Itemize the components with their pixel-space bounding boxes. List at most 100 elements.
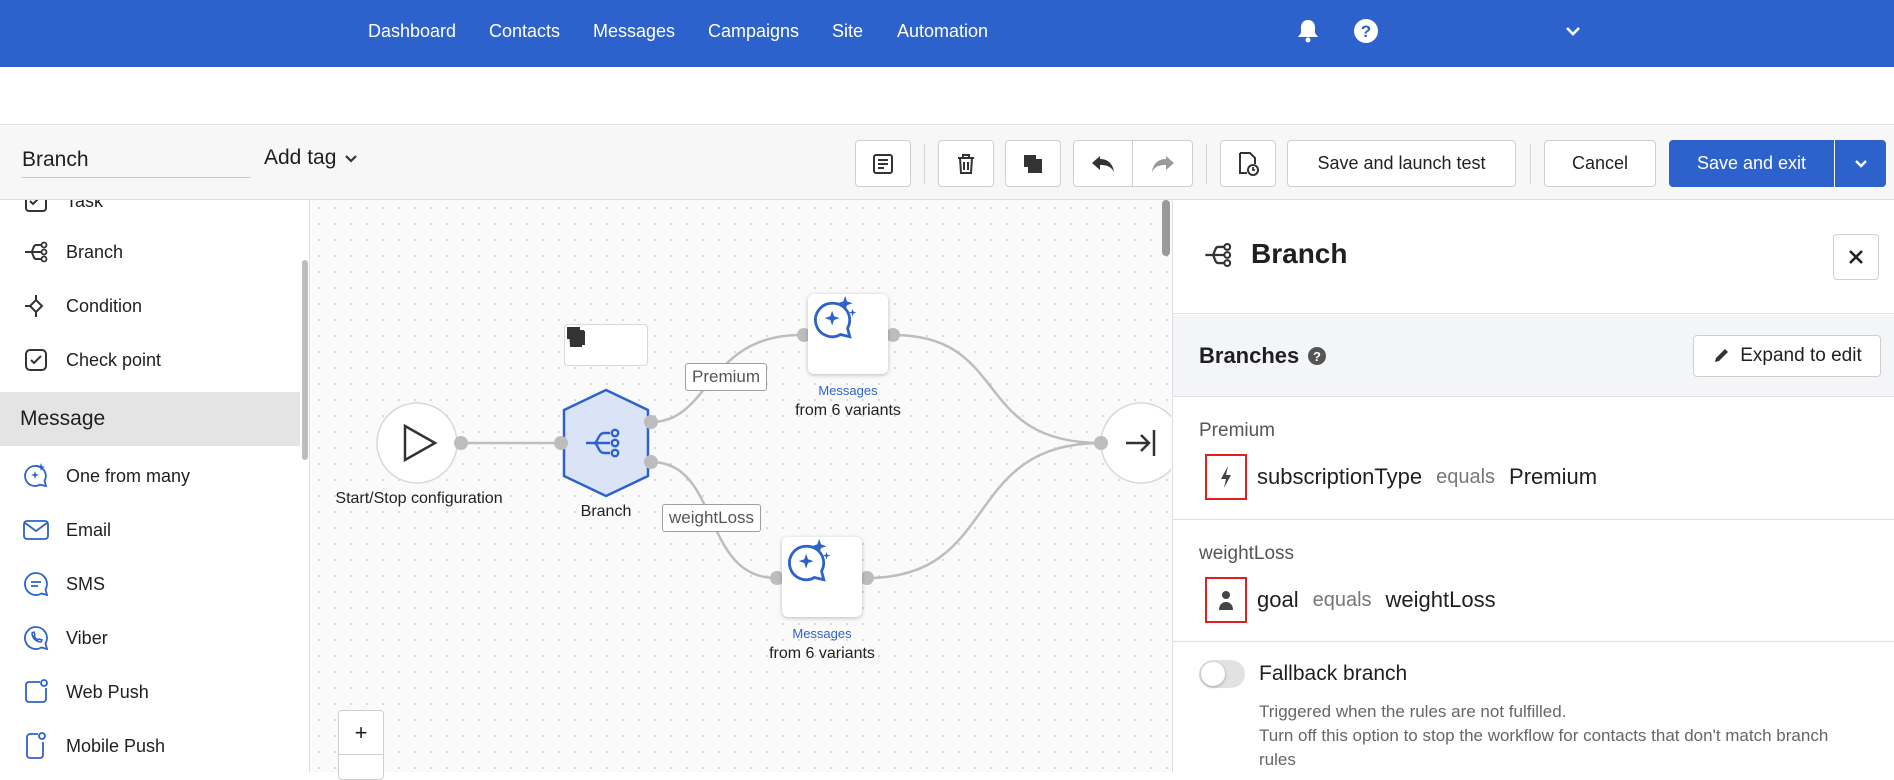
- workflow-toolbar: Branch Add tag Save and launch test Canc…: [0, 126, 1894, 200]
- node-tools: [564, 324, 648, 366]
- add-tag-dropdown[interactable]: Add tag: [264, 146, 358, 170]
- undo-button[interactable]: [1074, 141, 1134, 186]
- zoom-controls: +: [338, 710, 384, 780]
- nav-messages[interactable]: Messages: [593, 21, 676, 41]
- rule-operator: equals: [1436, 465, 1496, 488]
- sidebar-item-label: Mobile Push: [66, 735, 166, 756]
- zoom-in-button[interactable]: +: [339, 711, 383, 755]
- sidebar-item-viber[interactable]: Viber: [0, 611, 300, 665]
- add-tag-label: Add tag: [264, 146, 337, 169]
- fallback-description: Triggered when the rules are not fulfill…: [1259, 702, 1567, 721]
- save-and-exit-button[interactable]: Save and exit: [1669, 140, 1834, 187]
- message-variants-label: from 6 variants: [795, 402, 901, 419]
- sidebar-item-label: Viber: [66, 627, 108, 648]
- save-and-launch-test-button[interactable]: Save and launch test: [1287, 140, 1516, 187]
- branches-title: Branches ?: [1199, 343, 1327, 369]
- branch-icon: [20, 236, 52, 268]
- save-options-dropdown[interactable]: [1835, 140, 1886, 187]
- panel-header: Branch: [1173, 200, 1894, 314]
- branch-rule-premium[interactable]: Premium subscriptionType equals Premium: [1173, 398, 1894, 520]
- canvas-scrollbar[interactable]: [1162, 200, 1170, 256]
- sidebar-item-label: Branch: [66, 241, 124, 262]
- sidebar-item-email[interactable]: Email: [0, 503, 300, 557]
- start-node[interactable]: [376, 402, 458, 484]
- sparkle-chat-icon: [20, 460, 52, 492]
- delete-button[interactable]: [938, 140, 994, 187]
- check-point-icon: [20, 344, 52, 376]
- rule-value: weightLoss: [1385, 587, 1496, 612]
- close-button[interactable]: [1833, 234, 1879, 280]
- workflow-name-input[interactable]: Branch: [22, 144, 250, 178]
- rule-field: goal: [1257, 587, 1299, 612]
- fallback-branch-label: Fallback branch: [1259, 662, 1408, 685]
- svg-text:?: ?: [1361, 22, 1371, 41]
- workflow-canvas[interactable]: Start/Stop configuration Branch Premium …: [311, 200, 1171, 772]
- bell-icon[interactable]: [1294, 17, 1322, 45]
- sidebar-item-label: Task: [66, 200, 104, 211]
- branch-name: Premium: [1199, 420, 1276, 441]
- sidebar-item-label: Email: [66, 519, 112, 540]
- email-icon: [20, 514, 52, 546]
- workflow-connectors: [376, 328, 1171, 585]
- cancel-button[interactable]: Cancel: [1544, 140, 1656, 187]
- sidebar-item-mobile-push[interactable]: Mobile Push: [0, 719, 300, 772]
- branch-node-label: Branch: [580, 503, 632, 520]
- help-icon[interactable]: ?: [1352, 17, 1380, 45]
- sub-header: [0, 67, 1894, 125]
- fallback-branch-toggle[interactable]: [1199, 660, 1245, 688]
- viber-icon: [20, 622, 52, 654]
- start-node-label: Start/Stop configuration: [335, 490, 503, 507]
- panel-title: Branch: [1251, 238, 1348, 269]
- exit-icon: [1126, 430, 1156, 456]
- sidebar-item-label: Web Push: [66, 681, 149, 702]
- copy-button[interactable]: [1005, 140, 1061, 187]
- sidebar-item-task[interactable]: Task: [0, 200, 300, 228]
- sidebar-item-label: One from many: [66, 465, 191, 486]
- edge-label-weightloss: weightLoss: [662, 504, 762, 532]
- copy-icon: [1024, 154, 1042, 173]
- lightning-icon: [1205, 454, 1247, 500]
- nav-dashboard[interactable]: Dashboard: [368, 21, 457, 41]
- branch-icon: [1205, 243, 1232, 267]
- top-navigation-bar: Dashboard Contacts Messages Campaigns Si…: [0, 0, 1894, 67]
- branches-title-text: Branches: [1199, 343, 1300, 368]
- revert-version-button[interactable]: [1220, 140, 1276, 187]
- notes-button[interactable]: [855, 140, 911, 187]
- notes-icon: [873, 153, 893, 174]
- message-node-premium[interactable]: [808, 294, 888, 374]
- sidebar-item-web-push[interactable]: Web Push: [0, 665, 300, 719]
- redo-button[interactable]: [1133, 141, 1192, 186]
- sidebar-item-check-point[interactable]: Check point: [0, 333, 300, 387]
- person-icon: [1205, 577, 1247, 623]
- chevron-down-icon[interactable]: [1559, 17, 1587, 45]
- branches-header: Branches ? Expand to edit: [1173, 315, 1894, 397]
- sidebar-item-branch[interactable]: Branch: [0, 225, 300, 279]
- chevron-down-icon: [345, 154, 358, 163]
- svg-text:?: ?: [1313, 349, 1321, 364]
- nav-site[interactable]: Site: [832, 21, 864, 41]
- sparkle-chat-icon: [788, 538, 831, 582]
- close-icon: [1849, 250, 1863, 264]
- trash-icon: [958, 153, 974, 174]
- message-variants-label: from 6 variants: [769, 645, 875, 662]
- mobile-push-icon: [20, 730, 52, 762]
- sidebar-item-one-from-many[interactable]: One from many: [0, 449, 300, 503]
- help-icon[interactable]: ?: [1307, 346, 1327, 366]
- nav-campaigns[interactable]: Campaigns: [708, 21, 800, 41]
- chevron-down-icon: [1854, 160, 1867, 168]
- sidebar-section-message: Message: [0, 392, 300, 446]
- nav-automation[interactable]: Automation: [897, 21, 989, 41]
- trash-icon[interactable]: [565, 325, 587, 349]
- sidebar-item-condition[interactable]: Condition: [0, 279, 300, 333]
- branch-name: weightLoss: [1199, 543, 1295, 564]
- message-node-weightloss-caption: Messages from 6 variants: [759, 626, 885, 663]
- rule-field: subscriptionType: [1257, 464, 1423, 489]
- sidebar-item-sms[interactable]: SMS: [0, 557, 300, 611]
- branch-rule-weightloss[interactable]: weightLoss goal equals weightLoss: [1173, 521, 1894, 642]
- expand-to-edit-button[interactable]: Expand to edit: [1693, 335, 1881, 377]
- rule-row: subscriptionType equals Premium: [1205, 454, 1597, 500]
- message-node-weightloss[interactable]: [782, 537, 862, 617]
- sparkle-chat-icon: [814, 295, 857, 339]
- nav-contacts[interactable]: Contacts: [489, 21, 561, 41]
- sidebar-scrollbar[interactable]: [302, 260, 308, 460]
